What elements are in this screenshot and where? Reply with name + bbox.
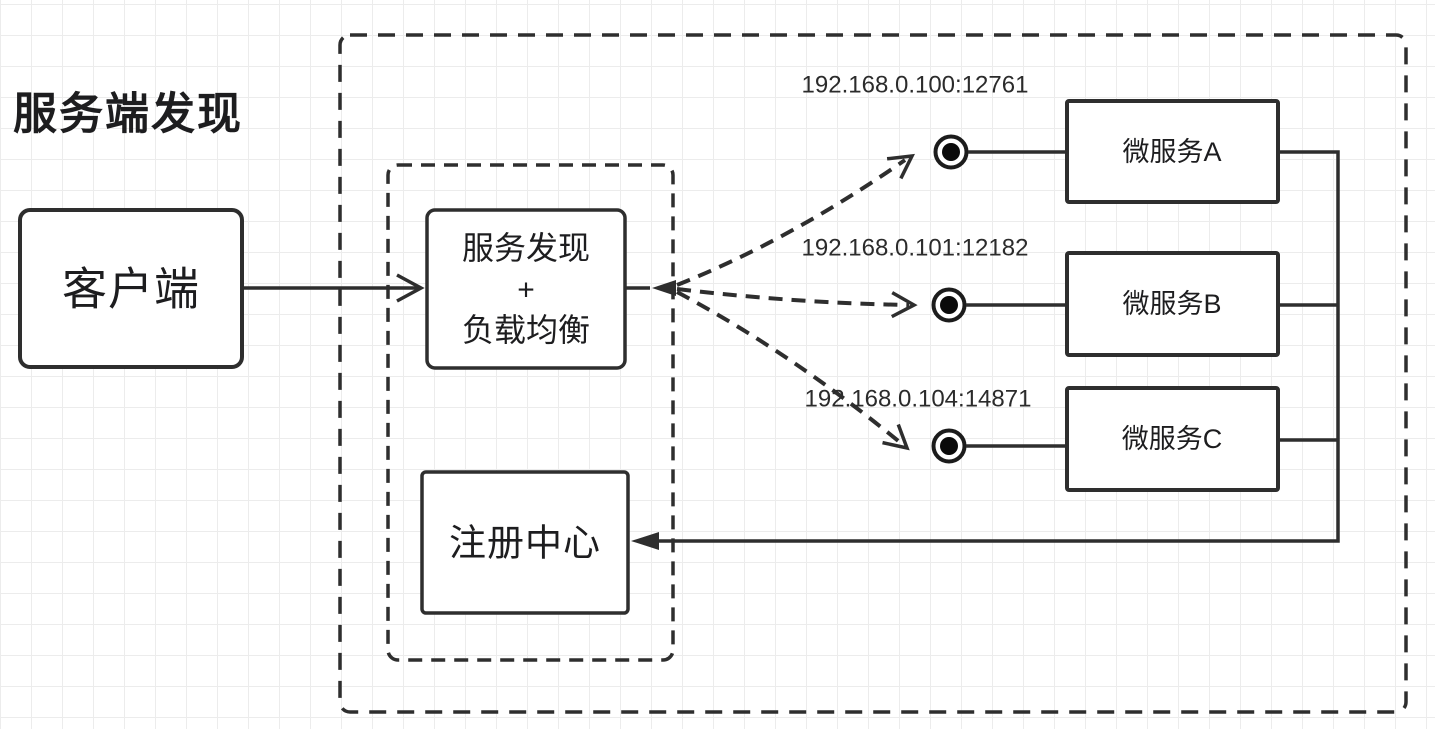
fan-curve-service-a	[676, 158, 907, 287]
service-b-node: 微服务B	[1065, 251, 1280, 357]
registry-node: 注册中心	[420, 470, 630, 615]
load-balancer-label-line2: +	[517, 274, 535, 307]
service-c-label: 微服务C	[1122, 424, 1223, 454]
discovery-group-boundary	[386, 163, 675, 662]
endpoint-label-a: 192.168.0.100:12761	[802, 72, 1029, 99]
endpoint-dot-a	[942, 143, 960, 161]
client-label: 客户端	[62, 264, 200, 315]
registry-box	[420, 470, 630, 615]
service-a-label: 微服务A	[1122, 137, 1221, 167]
endpoint-port-c-icon	[931, 428, 967, 464]
fan-arrowhead-b-icon	[890, 291, 918, 319]
server-side-boundary	[338, 33, 1408, 714]
service-b-label: 微服务B	[1122, 289, 1221, 319]
services-to-registry-line	[656, 150, 1340, 543]
endpoint-dot-b	[940, 296, 958, 314]
fan-curve-service-c	[676, 290, 904, 446]
diagram-title: 服务端发现	[13, 90, 243, 139]
client-to-lb-arrowhead-icon	[396, 273, 425, 303]
endpoint-label-c: 192.168.0.104:14871	[805, 386, 1032, 413]
load-balancer-label-line3: 负载均衡	[462, 312, 590, 348]
endpoint-port-b-icon	[931, 287, 967, 323]
load-balancer-node: 服务发现 + 负载均衡	[425, 208, 627, 370]
client-node: 客户端	[18, 208, 244, 369]
registry-arrowhead-icon	[631, 532, 659, 550]
endpoint-port-a-icon	[933, 134, 969, 170]
endpoint-label-b: 192.168.0.101:12182	[802, 235, 1029, 262]
service-c-node: 微服务C	[1065, 386, 1280, 492]
fan-arrowhead-a-icon	[886, 153, 915, 180]
load-balancer-label-line1: 服务发现	[462, 230, 590, 266]
service-a-node: 微服务A	[1065, 99, 1280, 204]
endpoint-dot-c	[940, 437, 958, 455]
fan-curve-service-b	[676, 287, 910, 307]
fan-arrowhead-c-icon	[882, 423, 910, 451]
fan-back-arrowhead-icon	[652, 280, 676, 296]
registry-label: 注册中心	[449, 523, 601, 564]
